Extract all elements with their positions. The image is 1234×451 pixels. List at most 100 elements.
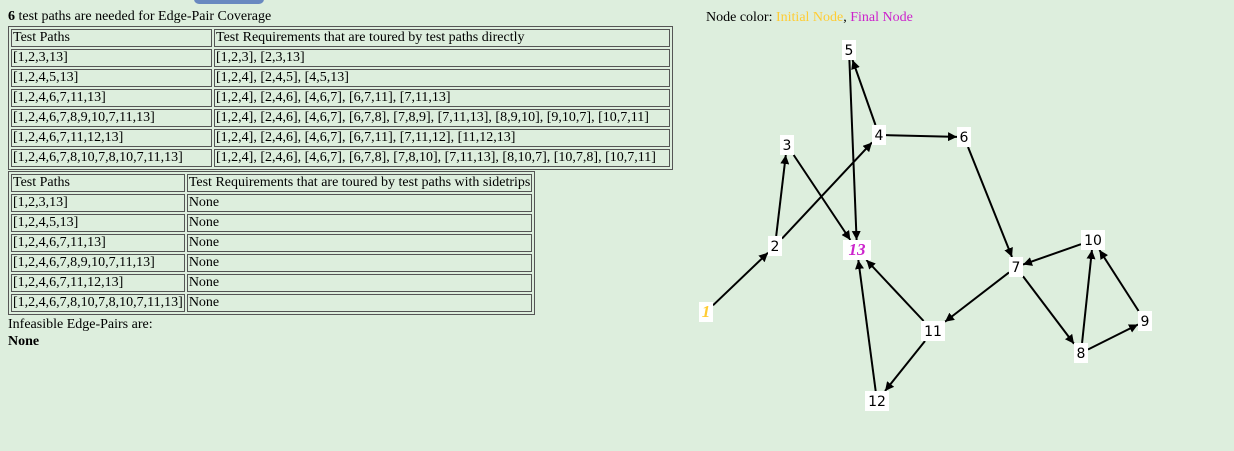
- node-box: [865, 391, 889, 411]
- column-header: Test Requirements that are toured by tes…: [214, 29, 670, 47]
- edge-11-12: [884, 340, 926, 392]
- edge-3-13: [792, 154, 852, 241]
- edge-1-2: [712, 251, 769, 307]
- table-row: [1,2,4,6,7,8,10,7,8,10,7,11,13][1,2,4], …: [11, 149, 670, 167]
- test-path-cell: [1,2,3,13]: [11, 194, 185, 212]
- node-label: 4: [875, 128, 884, 144]
- node-box: [957, 127, 971, 147]
- node-box: [699, 302, 713, 322]
- graph-node-2: 2: [768, 236, 782, 256]
- legend-initial-node: Initial Node: [775, 10, 844, 25]
- column-header: Test Paths: [11, 29, 212, 47]
- summary-line: 6 test paths are needed for Edge-Pair Co…: [8, 8, 708, 25]
- node-box: [768, 236, 782, 256]
- edge-11-13: [865, 259, 925, 322]
- node-color-legend: Node color: Initial Node, Final Node: [706, 10, 913, 26]
- edge-8-9: [1087, 323, 1139, 351]
- node-label: 2: [771, 239, 780, 255]
- node-label: 13: [849, 240, 867, 259]
- edge-2-3: [775, 154, 790, 237]
- table-header-row: Test Paths Test Requirements that are to…: [11, 29, 670, 47]
- test-path-cell: [1,2,4,6,7,8,9,10,7,11,13]: [11, 254, 185, 272]
- graph-node-1: 1: [699, 302, 713, 322]
- edge-5-13: [848, 59, 861, 241]
- node-box: [921, 321, 945, 341]
- table-row: [1,2,4,6,7,8,9,10,7,11,13]None: [11, 254, 533, 272]
- node-label: 6: [960, 130, 969, 146]
- test-path-cell: [1,2,4,6,7,8,9,10,7,11,13]: [11, 109, 212, 127]
- graph-node-10: 10: [1081, 230, 1105, 250]
- requirements-cell: None: [186, 194, 533, 212]
- edge-12-13: [855, 259, 877, 392]
- node-label: 9: [1141, 314, 1150, 330]
- graph-node-6: 6: [957, 127, 971, 147]
- test-path-cell: [1,2,4,6,7,8,10,7,8,10,7,11,13]: [11, 294, 185, 312]
- column-header: Test Requirements that are toured by tes…: [186, 174, 533, 192]
- edge-4-5: [851, 59, 877, 126]
- node-label: 7: [1012, 260, 1021, 276]
- table-row: [1,2,4,6,7,8,9,10,7,11,13][1,2,4], [2,4,…: [11, 109, 670, 127]
- requirements-cell: None: [186, 234, 533, 252]
- graph-node-4: 4: [872, 125, 886, 145]
- test-path-count: 6: [8, 9, 15, 24]
- requirements-cell: None: [186, 254, 533, 272]
- requirements-cell: [1,2,4], [2,4,6], [4,6,7], [6,7,8], [7,8…: [214, 109, 670, 127]
- table-row: [1,2,4,6,7,11,12,13][1,2,4], [2,4,6], [4…: [11, 129, 670, 147]
- test-path-cell: [1,2,4,6,7,11,12,13]: [11, 129, 212, 147]
- edge-2-4: [781, 141, 873, 240]
- requirements-cell: [1,2,4], [2,4,6], [4,6,7], [6,7,8], [7,8…: [214, 149, 670, 167]
- node-label: 10: [1084, 233, 1102, 249]
- table-row: [1,2,4,6,7,8,10,7,8,10,7,11,13]None: [11, 294, 533, 312]
- infeasible-label: Infeasible Edge-Pairs are:: [8, 317, 153, 332]
- table-row: [1,2,4,6,7,11,13][1,2,4], [2,4,6], [4,6,…: [11, 89, 670, 107]
- legend-final-node: Final Node: [850, 10, 913, 25]
- graph-node-12: 12: [865, 391, 889, 411]
- node-box: [1074, 343, 1088, 363]
- coverage-results: 6 test paths are needed for Edge-Pair Co…: [8, 0, 708, 350]
- node-box: [780, 135, 794, 155]
- graph-node-8: 8: [1074, 343, 1088, 363]
- requirements-cell: [1,2,4], [2,4,5], [4,5,13]: [214, 69, 670, 87]
- direct-tour-table: Test Paths Test Requirements that are to…: [8, 26, 673, 170]
- graph-node-3: 3: [780, 135, 794, 155]
- graph-edges: [712, 59, 1140, 392]
- node-label: 12: [868, 394, 886, 410]
- node-box: [872, 125, 886, 145]
- legend-separator: ,: [843, 10, 851, 25]
- edge-8-10: [1081, 249, 1096, 344]
- edge-7-8: [1022, 275, 1075, 345]
- sidetrip-tour-table: Test Paths Test Requirements that are to…: [8, 171, 536, 315]
- test-path-cell: [1,2,4,6,7,8,10,7,8,10,7,11,13]: [11, 149, 212, 167]
- summary-text: test paths are needed for Edge-Pair Cove…: [15, 9, 272, 24]
- table-row: [1,2,4,6,7,11,12,13]None: [11, 274, 533, 292]
- requirements-cell: None: [186, 294, 533, 312]
- graph-node-7: 7: [1009, 257, 1023, 277]
- graph-node-11: 11: [921, 321, 945, 341]
- legend-label: Node color:: [706, 10, 776, 25]
- node-label: 11: [924, 324, 942, 340]
- edge-6-7: [967, 146, 1013, 258]
- test-path-cell: [1,2,4,6,7,11,12,13]: [11, 274, 185, 292]
- table-row: [1,2,4,5,13]None: [11, 214, 533, 232]
- requirements-cell: [1,2,4], [2,4,6], [4,6,7], [6,7,11], [7,…: [214, 129, 670, 147]
- node-box: [1081, 230, 1105, 250]
- table-row: [1,2,4,5,13][1,2,4], [2,4,5], [4,5,13]: [11, 69, 670, 87]
- test-path-cell: [1,2,4,6,7,11,13]: [11, 234, 185, 252]
- test-path-cell: [1,2,4,5,13]: [11, 69, 212, 87]
- edge-9-10: [1098, 249, 1140, 312]
- edge-10-7: [1022, 243, 1082, 266]
- test-path-cell: [1,2,4,6,7,11,13]: [11, 89, 212, 107]
- graph-node-5: 5: [842, 40, 856, 60]
- test-path-cell: [1,2,3,13]: [11, 49, 212, 67]
- table-header-row: Test Paths Test Requirements that are to…: [11, 174, 533, 192]
- header-banner-fragment: [194, 0, 264, 4]
- node-box: [842, 40, 856, 60]
- requirements-cell: [1,2,4], [2,4,6], [4,6,7], [6,7,11], [7,…: [214, 89, 670, 107]
- graph-node-13: 13: [843, 240, 871, 260]
- node-box: [843, 240, 871, 260]
- requirements-cell: None: [186, 274, 533, 292]
- node-label: 3: [783, 138, 792, 154]
- node-label: 8: [1077, 346, 1086, 362]
- node-label: 5: [845, 43, 854, 59]
